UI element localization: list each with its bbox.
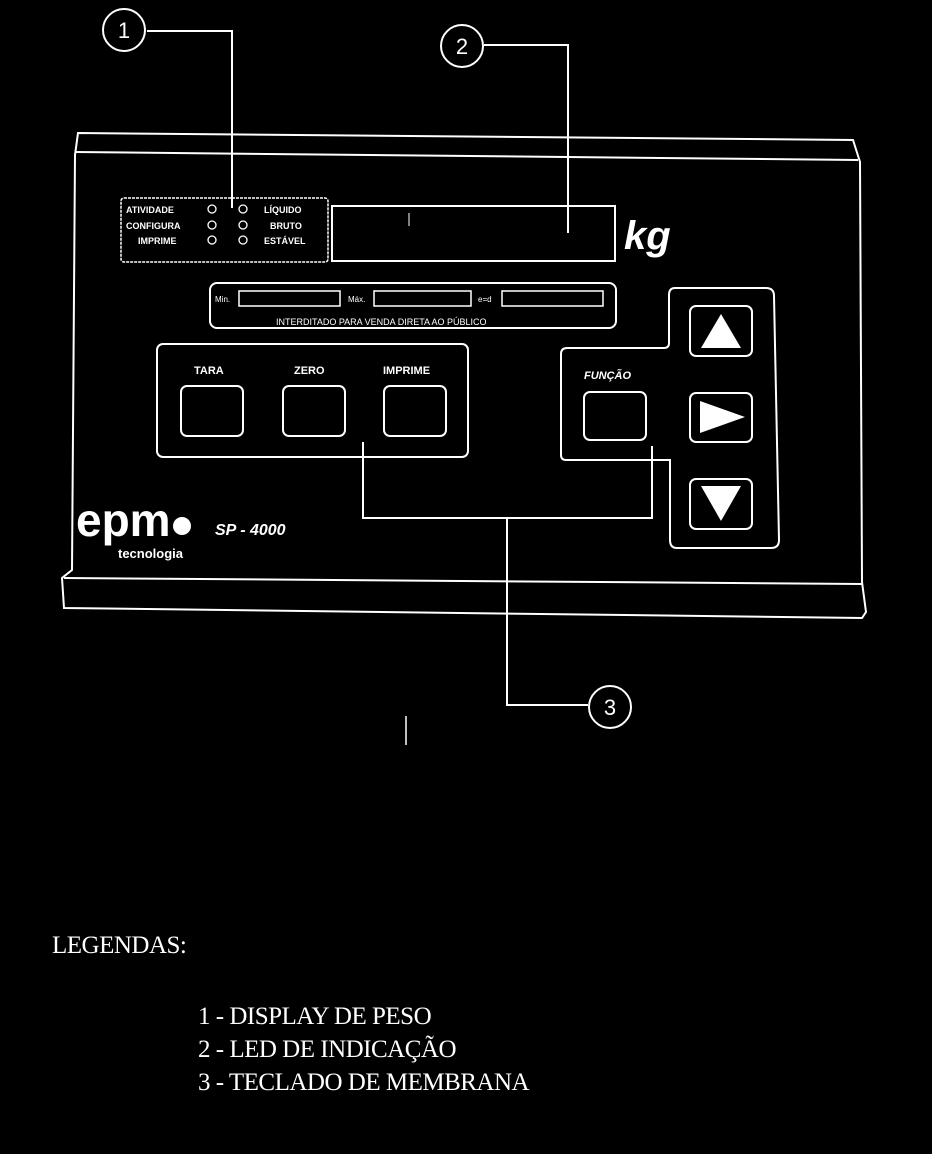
- brand-name: epm: [76, 494, 171, 546]
- imprime-button[interactable]: [383, 385, 447, 437]
- callout-lines: [147, 30, 653, 706]
- unit-label: kg: [624, 214, 671, 258]
- key-label-tara: TARA: [194, 365, 224, 377]
- right-arrow-icon: [700, 401, 745, 433]
- device-body: [60, 131, 868, 620]
- svg-text:1: 1: [118, 18, 130, 43]
- led-panel: ATIVIDADE CONFIGURA IMPRIME LÍQUIDO BRUT…: [120, 197, 329, 263]
- legend-item-3: 3 - TECLADO DE MEMBRANA: [198, 1069, 530, 1096]
- down-arrow-icon: [701, 486, 741, 521]
- led-label-configura: CONFIGURA: [126, 221, 181, 231]
- spec-min-box: [238, 290, 341, 307]
- led-label-estavel: ESTÁVEL: [264, 236, 306, 246]
- led-label-bruto: BRUTO: [270, 221, 302, 231]
- model-name: SP - 4000: [215, 522, 286, 539]
- led-label-imprime: IMPRIME: [138, 236, 177, 246]
- legend-list: 1 - DISPLAY DE PESO 2 - LED DE INDICAÇÃO…: [198, 1000, 530, 1099]
- brand-dot-icon: [173, 517, 191, 535]
- funcao-button[interactable]: [583, 391, 647, 441]
- right-arrow-button[interactable]: [689, 392, 753, 443]
- led-estavel-icon: [238, 235, 248, 245]
- svg-text:3: 3: [604, 695, 616, 720]
- led-bruto-icon: [238, 220, 248, 230]
- led-label-liquido: LÍQUIDO: [264, 205, 302, 215]
- brand-sub: tecnologia: [118, 546, 184, 561]
- spec-max-label: Máx.: [348, 295, 365, 304]
- up-arrow-button[interactable]: [689, 305, 753, 357]
- function-keypad: [560, 287, 781, 549]
- zero-button[interactable]: [282, 385, 346, 437]
- spec-max-box: [373, 290, 472, 307]
- tara-button[interactable]: [180, 385, 244, 437]
- key-label-imprime: IMPRIME: [383, 365, 430, 377]
- callout-1: 1: [102, 8, 146, 52]
- callout-2: 2: [440, 24, 484, 68]
- svg-text:2: 2: [456, 34, 468, 59]
- callout-3: 3: [588, 685, 632, 729]
- up-arrow-icon: [701, 314, 741, 348]
- down-arrow-button[interactable]: [689, 478, 753, 530]
- spec-e-box: [501, 290, 604, 307]
- brand-logo: epm tecnologia: [76, 494, 191, 561]
- led-imprime-icon: [207, 235, 217, 245]
- key-label-funcao: FUNÇÃO: [584, 369, 631, 382]
- led-atividade-icon: [207, 204, 217, 214]
- legend-title: LEGENDAS:: [52, 932, 187, 959]
- led-liquido-icon: [238, 204, 248, 214]
- spec-note: INTERDITADO PARA VENDA DIRETA AO PÚBLICO: [276, 317, 487, 327]
- led-label-atividade: ATIVIDADE: [126, 205, 174, 215]
- spec-e-label: e=d: [478, 295, 492, 304]
- key-label-zero: ZERO: [294, 365, 325, 377]
- main-keypad: TARA ZERO IMPRIME: [156, 343, 469, 458]
- weight-display: kg: [331, 205, 671, 262]
- spec-min-label: Min.: [215, 295, 230, 304]
- spec-strip: Min. Máx. e=d INTERDITADO PARA VENDA DIR…: [209, 282, 617, 329]
- legend-item-2: 2 - LED DE INDICAÇÃO: [198, 1036, 457, 1063]
- led-configura-icon: [207, 220, 217, 230]
- legend-item-1: 1 - DISPLAY DE PESO: [198, 1003, 432, 1030]
